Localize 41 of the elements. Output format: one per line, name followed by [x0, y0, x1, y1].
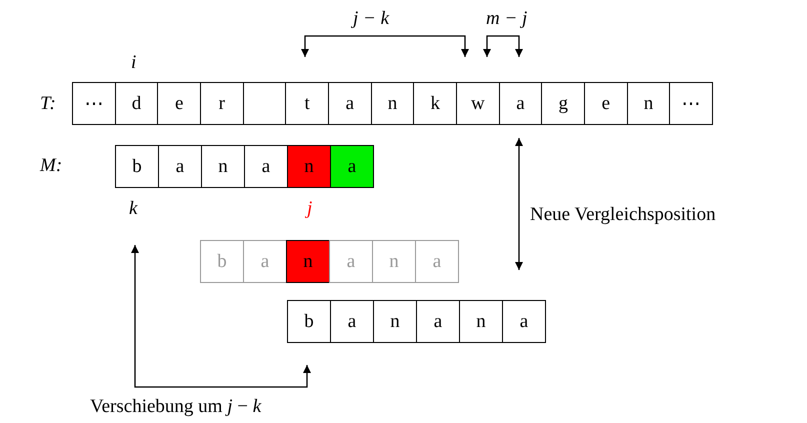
character-cell: n	[626, 82, 670, 125]
character-cell: n	[373, 300, 417, 343]
character-cell: n	[459, 300, 503, 343]
character-cell: a	[243, 240, 287, 283]
character-cell: n	[286, 240, 330, 283]
character-cell: r	[200, 82, 244, 125]
character-cell: a	[330, 145, 374, 188]
dimension-label: j − k	[353, 8, 390, 30]
character-cell: e	[584, 82, 628, 125]
annotation-text: Neue Vergleichsposition	[530, 204, 716, 226]
character-cell: a	[415, 240, 459, 283]
index-label: j	[307, 198, 312, 220]
character-cell: g	[541, 82, 586, 125]
character-cell: t	[285, 82, 329, 125]
character-cell: ⋯	[669, 82, 714, 125]
row-label: T:	[40, 93, 56, 115]
character-cell: e	[157, 82, 201, 125]
annotation-text: Verschiebung um j − k	[90, 396, 262, 418]
character-cell: a	[244, 145, 288, 188]
character-cell: a	[416, 300, 460, 343]
character-cell: a	[330, 300, 374, 343]
character-cell: a	[328, 82, 372, 125]
character-cell: b	[115, 145, 159, 188]
character-cell: a	[502, 300, 546, 343]
character-cell: b	[200, 240, 244, 283]
character-cell: n	[201, 145, 245, 188]
index-label: i	[131, 52, 136, 74]
character-cell: n	[372, 240, 416, 283]
row-label: M:	[40, 155, 62, 177]
index-label: k	[129, 198, 138, 220]
character-cell: n	[370, 82, 414, 125]
character-cell: b	[287, 300, 331, 343]
character-cell: a	[158, 145, 202, 188]
character-cell: k	[413, 82, 458, 125]
character-cell: ⋯	[72, 82, 116, 125]
character-cell: n	[287, 145, 331, 188]
character-cell: w	[456, 82, 500, 125]
character-cell: a	[498, 82, 542, 125]
character-cell: a	[329, 240, 373, 283]
dimension-label: m − j	[486, 8, 528, 30]
character-cell: d	[114, 82, 158, 125]
